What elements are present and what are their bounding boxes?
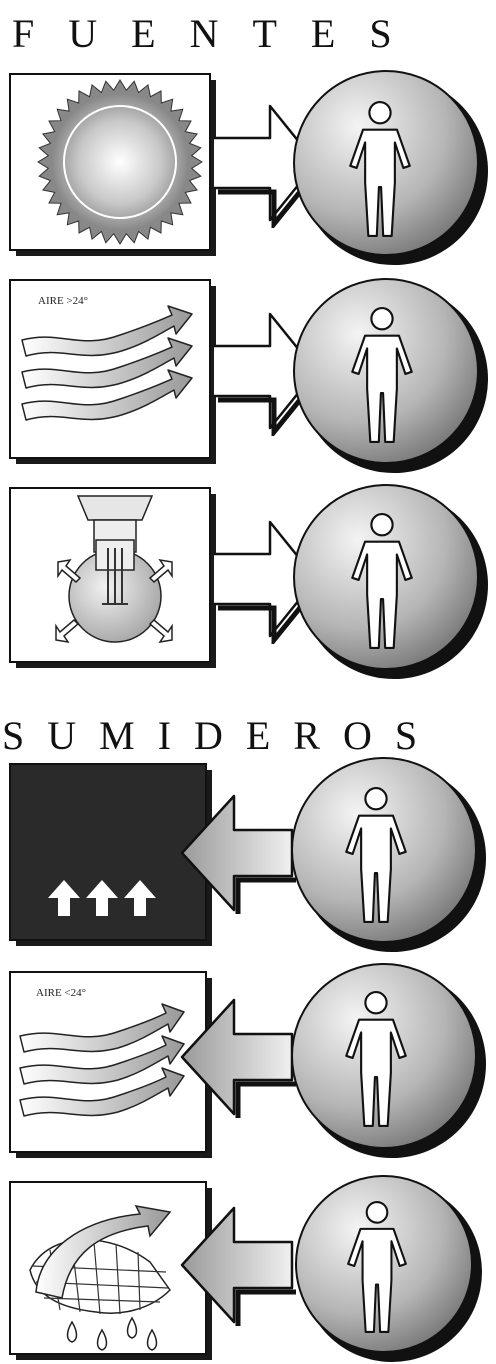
source-row-warm-air: AIRE >24° <box>10 279 488 473</box>
person-circle <box>294 71 488 265</box>
cool-air-label: AIRE <24° <box>36 987 86 999</box>
panel <box>10 972 206 1152</box>
sink-row-night <box>10 758 486 952</box>
sink-row-cool-air: AIRE <24° <box>10 964 486 1158</box>
person-circle <box>292 964 486 1158</box>
person-circle <box>292 758 486 952</box>
person-circle <box>294 279 488 473</box>
warm-air-label: AIRE >24° <box>38 295 88 307</box>
source-row-sun <box>10 71 488 265</box>
source-row-bulb <box>10 485 488 679</box>
person-circle <box>296 1176 482 1362</box>
sink-row-evaporation <box>10 1176 482 1362</box>
person-circle <box>294 485 488 679</box>
